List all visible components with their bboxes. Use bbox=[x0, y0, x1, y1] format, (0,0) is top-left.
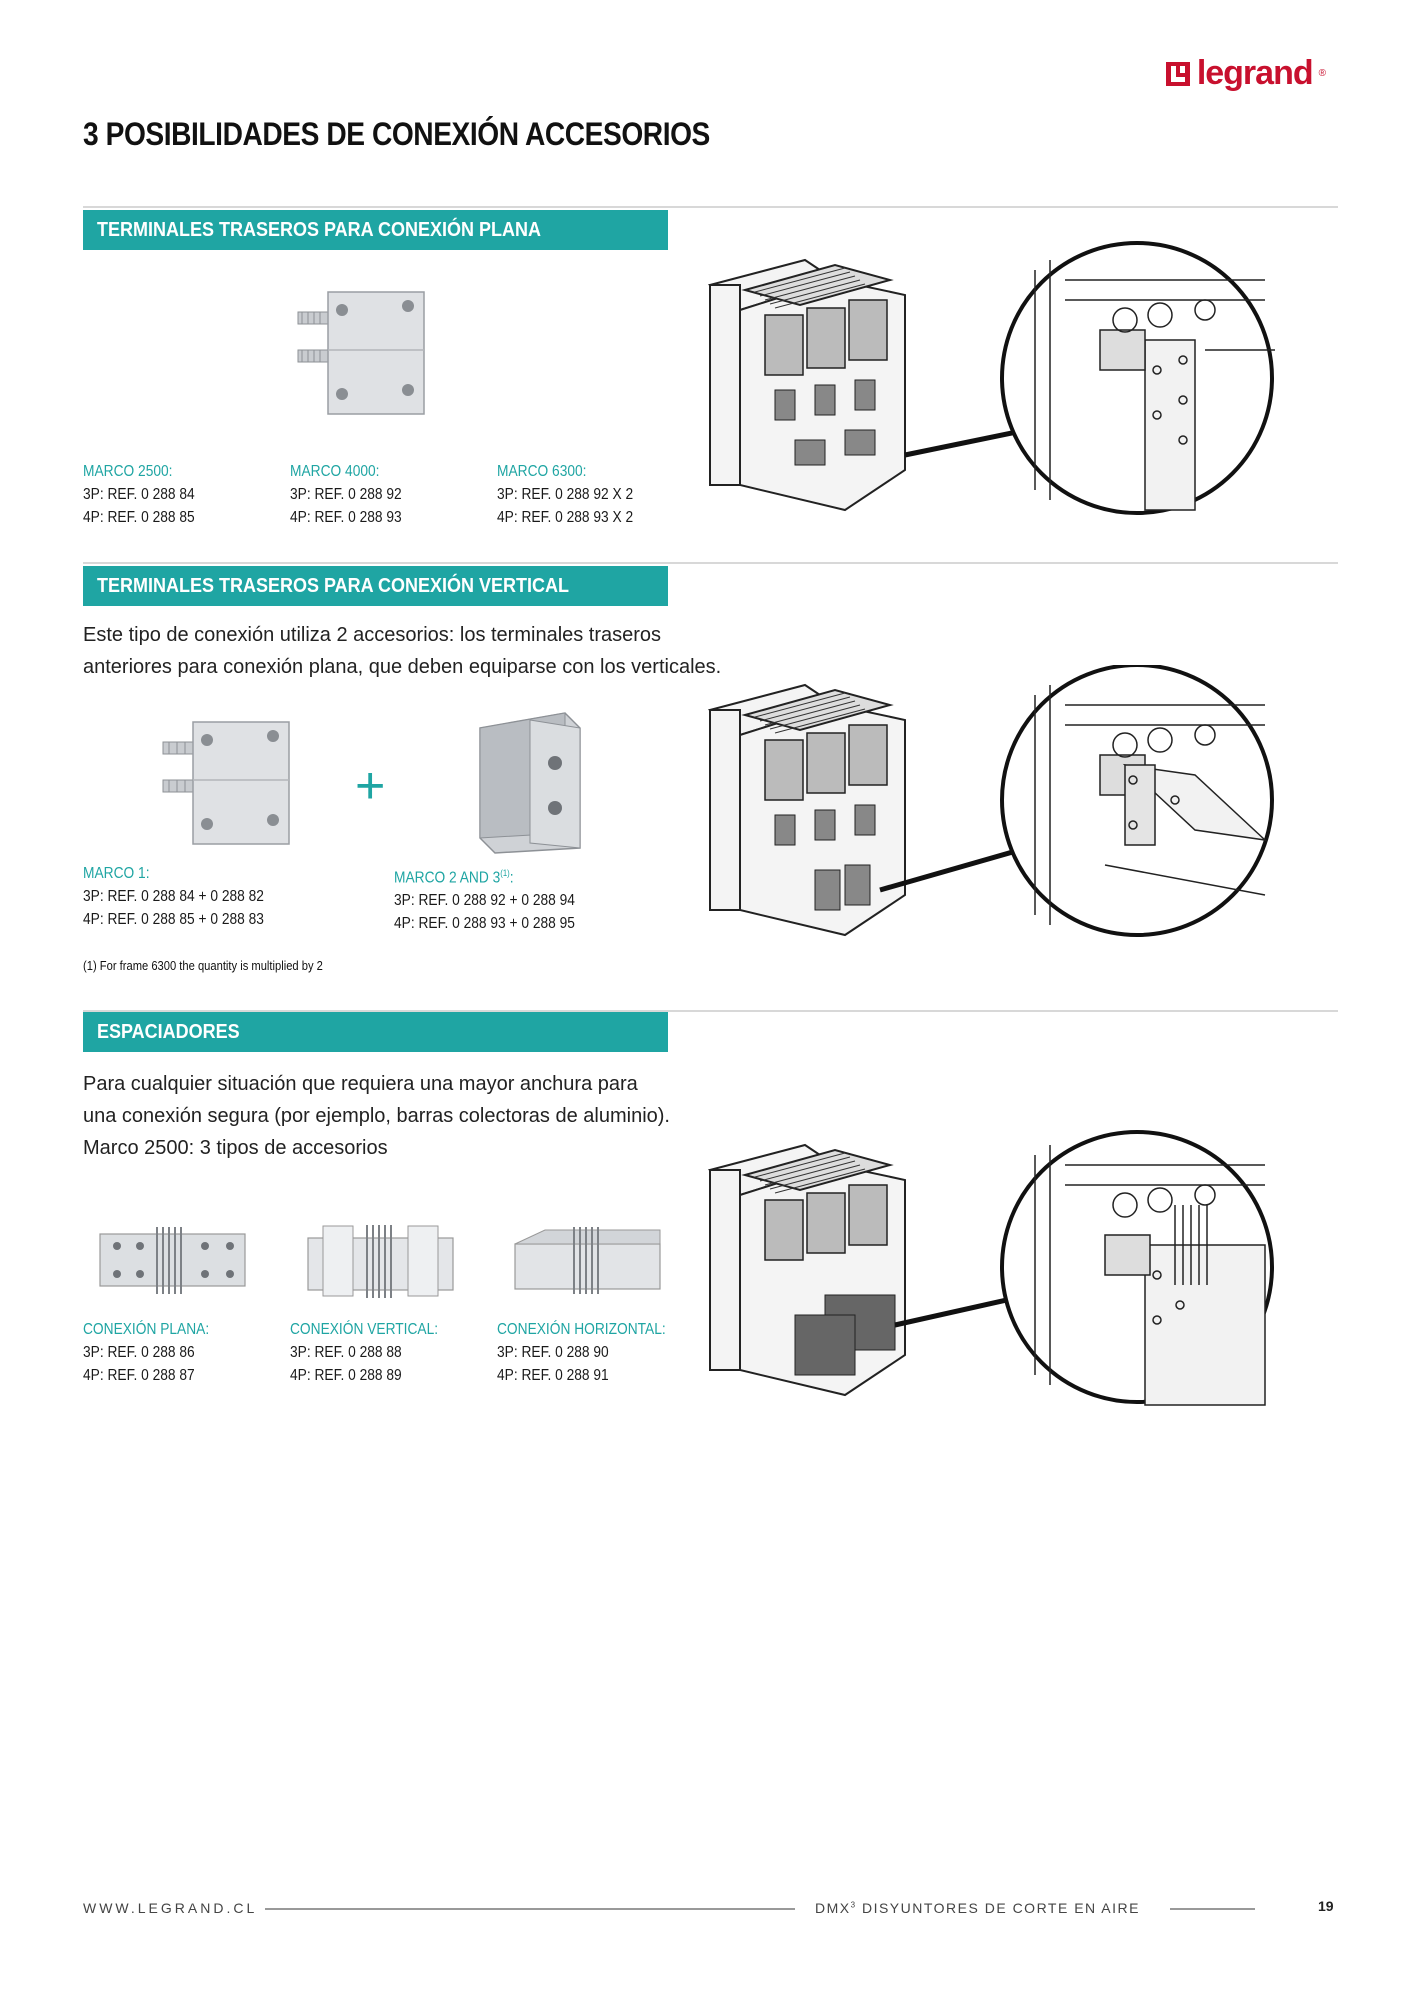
intro-line: Este tipo de conexión utiliza 2 accesori… bbox=[83, 624, 662, 646]
ref-heading: MARCO 1: bbox=[83, 865, 150, 882]
intro-line: una conexión segura (por ejemplo, barras… bbox=[83, 1105, 670, 1127]
intro-line: anteriores para conexión plana, que debe… bbox=[83, 656, 722, 678]
ref-line: 4P: REF. 0 288 93 + 0 288 95 bbox=[394, 915, 575, 933]
intro-line: Marco 2500: 3 tipos de accesorios bbox=[83, 1137, 388, 1159]
ref-block-conexion-horizontal: CONEXIÓN HORIZONTAL: 3P: REF. 0 288 90 4… bbox=[497, 1318, 693, 1387]
flat-terminal-image bbox=[297, 291, 425, 415]
section2-intro: Este tipo de conexión utiliza 2 accesori… bbox=[83, 619, 721, 683]
ref-line: 4P: REF. 0 288 87 bbox=[83, 1367, 195, 1384]
spacer-horizontal-image bbox=[514, 1227, 661, 1294]
page-number: 19 bbox=[1318, 1898, 1334, 1914]
ref-line: 3P: REF. 0 288 86 bbox=[83, 1344, 195, 1361]
breaker-flat-connection-diagram bbox=[707, 241, 1275, 515]
ref-line: 3P: REF. 0 288 92 bbox=[290, 486, 402, 503]
ref-line: 4P: REF. 0 288 85 bbox=[83, 509, 195, 526]
section-divider bbox=[83, 206, 1338, 208]
ref-heading-colon: : bbox=[509, 869, 514, 887]
ref-block-marco-2500: MARCO 2500: 3P: REF. 0 288 84 4P: REF. 0… bbox=[83, 460, 213, 529]
ref-block-marco-2-and-3: MARCO 2 AND 3(1): 3P: REF. 0 288 92 + 0 … bbox=[394, 862, 604, 935]
ref-block-conexion-plana: CONEXIÓN PLANA: 3P: REF. 0 288 86 4P: RE… bbox=[83, 1318, 230, 1387]
ref-heading: CONEXIÓN HORIZONTAL: bbox=[497, 1321, 666, 1338]
ref-heading: MARCO 2500: bbox=[83, 463, 173, 480]
section-header-flat-connection: TERMINALES TRASEROS PARA CONEXIÓN PLANA bbox=[83, 210, 668, 250]
ref-line: 3P: REF. 0 288 92 + 0 288 94 bbox=[394, 892, 575, 910]
section-header-spacers: ESPACIADORES bbox=[83, 1012, 668, 1052]
ref-line: 4P: REF. 0 288 89 bbox=[290, 1367, 402, 1384]
ref-heading: CONEXIÓN VERTICAL: bbox=[290, 1321, 439, 1338]
product-name: DISYUNTORES DE CORTE EN AIRE bbox=[856, 1900, 1140, 1916]
brand-name: legrand bbox=[1196, 54, 1314, 92]
ref-line: 3P: REF. 0 288 92 X 2 bbox=[497, 486, 634, 503]
ref-block-marco-1: MARCO 1: 3P: REF. 0 288 84 + 0 288 82 4P… bbox=[83, 862, 293, 931]
section3-intro: Para cualquier situación que requiera un… bbox=[83, 1068, 670, 1164]
ref-heading: MARCO 6300: bbox=[497, 463, 587, 480]
ref-line: 4P: REF. 0 288 85 + 0 288 83 bbox=[83, 911, 264, 928]
ref-heading: MARCO 2 AND 3(1): bbox=[394, 862, 575, 889]
ref-line: 3P: REF. 0 288 84 + 0 288 82 bbox=[83, 888, 264, 905]
flat-terminal-image bbox=[162, 721, 290, 845]
ref-heading: MARCO 4000: bbox=[290, 463, 380, 480]
vertical-terminal-image bbox=[479, 712, 581, 854]
legrand-logo: legrand ® bbox=[1165, 54, 1326, 93]
ref-line: 3P: REF. 0 288 88 bbox=[290, 1344, 402, 1361]
section-title: TERMINALES TRASEROS PARA CONEXIÓN VERTIC… bbox=[97, 575, 570, 597]
ref-block-conexion-vertical: CONEXIÓN VERTICAL: 3P: REF. 0 288 88 4P:… bbox=[290, 1318, 462, 1387]
section-header-vertical-connection: TERMINALES TRASEROS PARA CONEXIÓN VERTIC… bbox=[83, 566, 668, 606]
brand-registered: ® bbox=[1318, 68, 1326, 79]
ref-block-marco-4000: MARCO 4000: 3P: REF. 0 288 92 4P: REF. 0… bbox=[290, 460, 420, 529]
ref-block-marco-6300: MARCO 6300: 3P: REF. 0 288 92 X 2 4P: RE… bbox=[497, 460, 655, 529]
product-prefix: DMX bbox=[815, 1900, 851, 1916]
legrand-logo-icon bbox=[1165, 61, 1190, 86]
ref-line: 3P: REF. 0 288 84 bbox=[83, 486, 195, 503]
product-superscript: 3 bbox=[850, 1900, 857, 1910]
ref-line: 4P: REF. 0 288 93 bbox=[290, 509, 402, 526]
ref-line: 4P: REF. 0 288 91 bbox=[497, 1367, 609, 1384]
spacer-vertical-image bbox=[307, 1225, 454, 1298]
ref-line: 3P: REF. 0 288 90 bbox=[497, 1344, 609, 1361]
breaker-spacer-diagram bbox=[707, 1130, 1274, 1406]
footer-divider bbox=[1170, 1908, 1255, 1910]
section-divider bbox=[83, 562, 1338, 564]
breaker-vertical-connection-diagram bbox=[707, 665, 1274, 937]
section-title: TERMINALES TRASEROS PARA CONEXIÓN PLANA bbox=[97, 219, 542, 241]
section-title: ESPACIADORES bbox=[97, 1021, 240, 1043]
ref-heading-text: MARCO 2 AND 3 bbox=[394, 869, 501, 887]
footer-product: DMX3 DISYUNTORES DE CORTE EN AIRE bbox=[815, 1900, 1140, 1916]
footer-divider bbox=[265, 1908, 795, 1910]
intro-line: Para cualquier situación que requiera un… bbox=[83, 1073, 638, 1095]
ref-heading: CONEXIÓN PLANA: bbox=[83, 1321, 210, 1338]
footer-website: WWW.LEGRAND.CL bbox=[83, 1900, 258, 1916]
ref-line: 4P: REF. 0 288 93 X 2 bbox=[497, 509, 634, 526]
section-divider bbox=[83, 1010, 1338, 1012]
plus-symbol: + bbox=[355, 757, 386, 815]
spacer-flat-image bbox=[99, 1227, 246, 1294]
ref-heading-footnote-mark: (1) bbox=[500, 868, 510, 878]
page-title: 3 POSIBILIDADES DE CONEXIÓN ACCESORIOS bbox=[83, 116, 710, 152]
footnote: (1) For frame 6300 the quantity is multi… bbox=[83, 958, 323, 973]
